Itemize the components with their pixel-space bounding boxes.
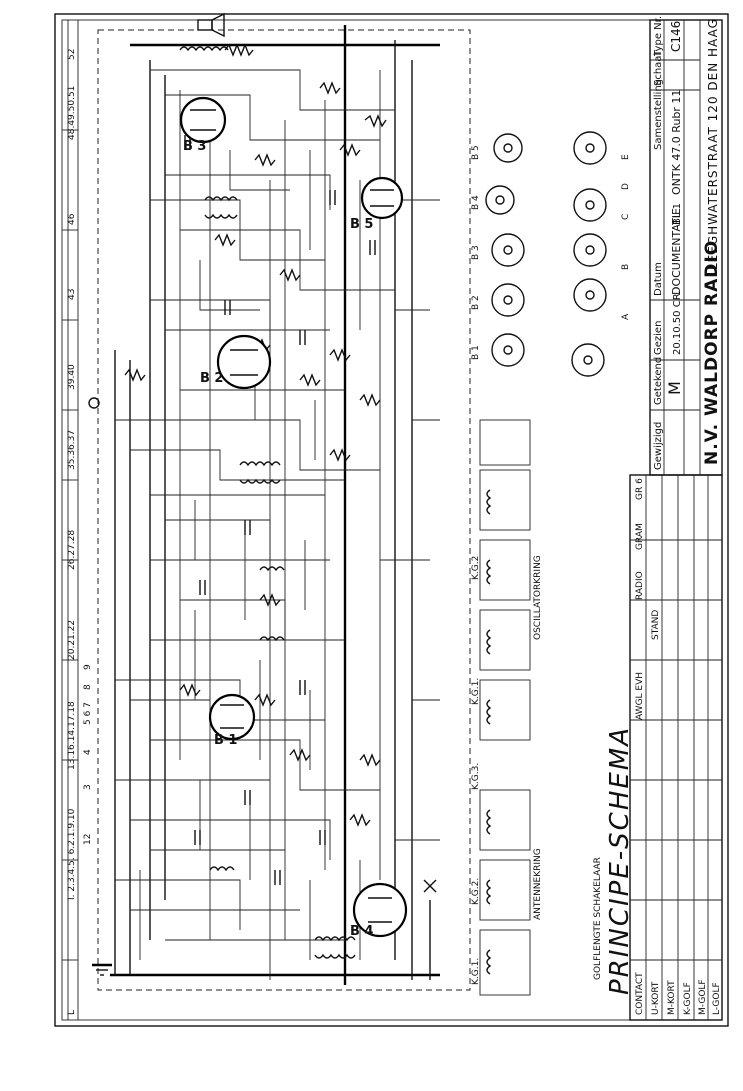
coil-groups: K.G.1. K.G.2. K.G.3. K.G.1. K.G.2 ANTENN…: [471, 419, 543, 996]
socket-view-E: E: [621, 154, 631, 160]
sheet-value: BL 1: [672, 203, 683, 225]
socket-view-C: C: [621, 214, 631, 220]
switch-header-radio: RADIO: [635, 571, 645, 600]
range-8: 46: [67, 213, 77, 225]
label-revised: Gewijzigd: [653, 422, 664, 470]
tube-label-B5: B 5: [350, 217, 373, 232]
tube-label-B1: B 1: [214, 733, 237, 748]
coils: [179, 46, 356, 959]
range-7: 43: [67, 289, 77, 300]
socket-B2: B 2: [471, 295, 481, 310]
tube-label-B3: B 3: [183, 139, 206, 154]
doc-label: DOCUMENTATIE: [670, 208, 683, 295]
company-name: N.V. WALDORP RADIO: [702, 240, 722, 465]
switch-header-gram: GRAM: [635, 523, 645, 550]
label-type: Type Nr.: [653, 16, 664, 57]
range-5: 35.36.37: [67, 430, 77, 470]
kg3-label: K.G.3.: [471, 763, 481, 790]
switch-row-1: M-KORT: [667, 980, 677, 1015]
socket-B3: B 3: [471, 245, 481, 260]
kg1a-label: K.G.1.: [471, 958, 481, 985]
type-number: C146: [669, 21, 683, 52]
switch-top-2: STAND: [651, 610, 661, 640]
outer-frame: [54, 13, 729, 1027]
label-scale: Schaal: [653, 53, 664, 86]
socket-B4: B 4: [471, 195, 481, 210]
tube-label-B4: B 4: [350, 924, 373, 939]
doc-number: ONTK 47.0 Rubr 11: [670, 90, 683, 195]
tube-B5: B 5: [350, 176, 404, 232]
ground-symbols: [88, 397, 437, 980]
antenna-section-label: ANTENNEKRING: [533, 848, 543, 920]
ruler-5: 9: [83, 664, 93, 670]
tube-B4: B 4: [350, 882, 408, 939]
socket-view-A: A: [621, 313, 631, 320]
wiring: [115, 69, 440, 960]
ruler-3: 5 6 7: [83, 702, 93, 725]
socket-view-B: B: [621, 264, 631, 270]
range-4: 26.27.28: [67, 530, 77, 570]
range-1: I. 2.3.4.5. 6.2.1.9.10: [67, 808, 77, 900]
switch-header-contact: CONTACT: [635, 972, 645, 1015]
ruler-0: 12: [83, 834, 93, 845]
left-strip-grid: [62, 129, 78, 961]
socket-B1: B 1: [471, 345, 481, 360]
ruler-1: 3: [83, 784, 93, 790]
switch-row-3: M-GOLF: [698, 979, 708, 1015]
header-L: L: [67, 1010, 77, 1015]
company-address: LEEGHWATERSTRAAT 120 DEN HAAG: [706, 18, 720, 270]
range-6: 39.40: [67, 364, 77, 390]
title-block: Gewijzigd Getekend Gezien Datum Samenste…: [649, 16, 723, 476]
capacitors: [184, 135, 376, 885]
wavelength-switch-label: GOLFLENGTE SCHAKELAAR: [593, 857, 603, 980]
switch-row-4: L-GOLF: [712, 982, 722, 1015]
range-list: L I. 2.3.4.5. 6.2.1.9.10 13.16.14.17.18 …: [67, 49, 77, 1015]
ruler-4: 8: [83, 684, 93, 690]
switch-row-2: K-GOLF: [683, 982, 693, 1015]
switch-top-1: GR 6: [635, 478, 645, 500]
bus-lines: [110, 25, 440, 985]
oscillator-section-label: OSCILLATORKRING: [533, 555, 543, 640]
tube-B3: B 3: [179, 96, 227, 154]
switch-top-0: AWGL EVH: [635, 672, 645, 720]
label-checked: Gezien: [653, 321, 664, 355]
tube-B1: B 1: [208, 693, 256, 748]
label-drawn: Getekend: [653, 357, 664, 405]
range-3: 20.21.22: [67, 620, 77, 660]
tube-label-B2: B 2: [200, 371, 223, 386]
label-assembly: Samenstelling: [653, 79, 664, 150]
range-10: 52: [67, 49, 77, 60]
range-9: 48.49.50.51: [67, 86, 77, 140]
kg1b-label: K.G.1.: [471, 678, 481, 705]
chassis-boundary: [97, 29, 471, 991]
switch-table: CONTACT RADIO GRAM U-KORT M-KORT K-GOLF …: [629, 474, 723, 1021]
signature: M: [665, 381, 684, 395]
range-2: 13.16.14.17.18: [67, 701, 77, 770]
socket-view-D: D: [621, 183, 631, 190]
kg2b-label: K.G.2: [471, 556, 481, 580]
ruler-2: 4: [83, 749, 93, 755]
socket-B5: B 5: [471, 145, 481, 160]
tube-sockets: B 1 B 2 B 3 B 4 B 5 A B C D E: [471, 131, 631, 377]
speaker: [197, 12, 225, 38]
label-date: Datum: [653, 262, 664, 296]
date-value: 20.10.50 CR.: [672, 291, 683, 355]
top-ruler: 12 3 4 5 6 7 8 9: [83, 664, 93, 845]
switch-row-0: U-KORT: [651, 981, 661, 1015]
kg2a-label: K.G.2.: [471, 878, 481, 905]
tube-B2: B 2: [200, 334, 272, 390]
